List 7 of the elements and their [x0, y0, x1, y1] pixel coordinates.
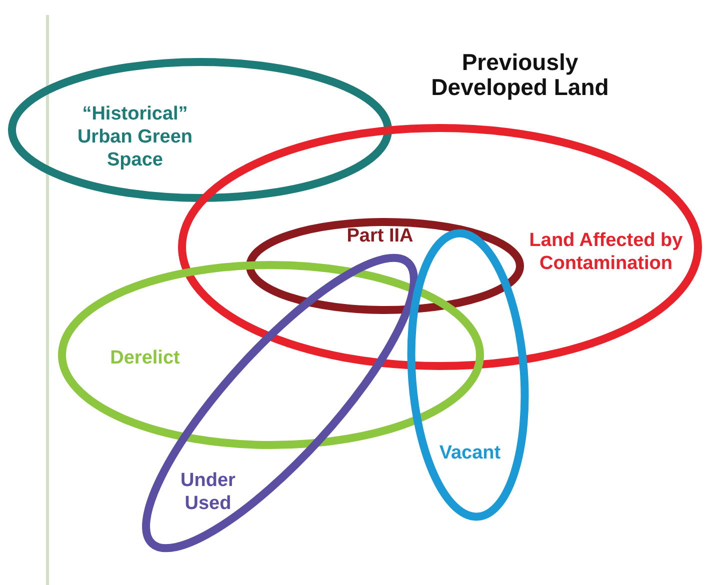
set-label: “Historical” Urban Green Space	[76, 102, 194, 172]
set-label: Under Used	[180, 469, 236, 515]
set-label: Vacant	[438, 442, 502, 464]
set-label: Derelict	[109, 346, 181, 370]
set-label: Part IIA	[346, 224, 414, 248]
diagram-title: Previously Developed Land	[430, 50, 610, 100]
set-label: Land Affected by Contamination	[528, 229, 684, 275]
